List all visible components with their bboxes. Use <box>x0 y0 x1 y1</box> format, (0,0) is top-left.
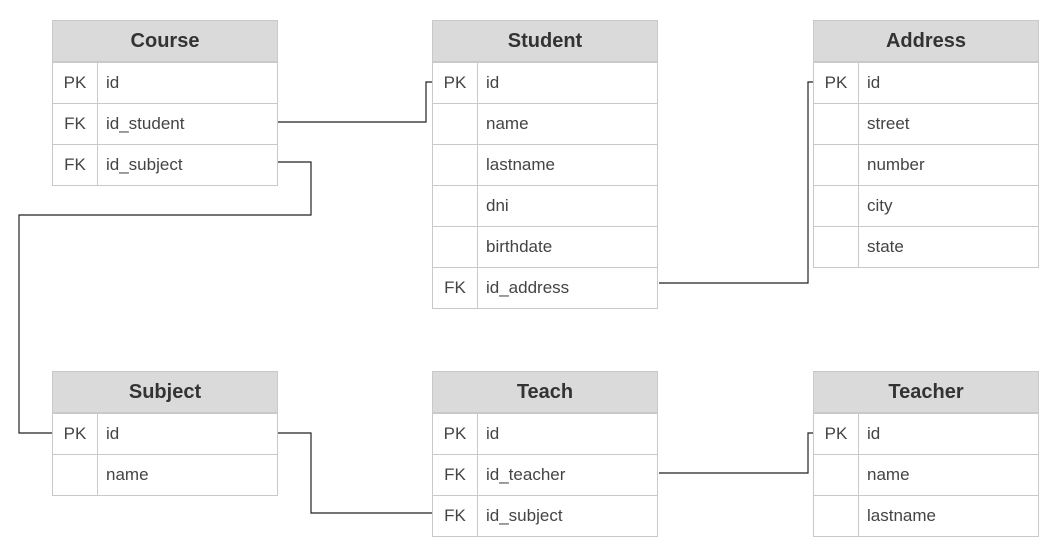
key-label: PK <box>433 414 478 454</box>
attribute-name: id_address <box>486 278 570 297</box>
key-label: PK <box>53 414 98 454</box>
attribute-name: name <box>486 114 529 133</box>
key-label: PK <box>433 63 478 103</box>
attribute-row[interactable]: city <box>814 185 1038 226</box>
key-label: PK <box>814 414 859 454</box>
attribute-row[interactable]: dni <box>433 185 657 226</box>
attribute-name: name <box>106 465 149 484</box>
attribute-row[interactable]: number <box>814 144 1038 185</box>
attribute-name: id <box>486 424 500 443</box>
key-label <box>814 496 859 536</box>
attribute-row[interactable]: name <box>814 454 1038 495</box>
attribute-name: id <box>106 73 120 92</box>
attribute-name: city <box>867 196 893 215</box>
attribute-row[interactable]: name <box>433 103 657 144</box>
key-label: FK <box>433 268 478 308</box>
attribute-name: number <box>867 155 925 174</box>
attribute-name: id <box>486 73 500 92</box>
attribute-name: birthdate <box>486 237 553 256</box>
key-label <box>53 455 98 495</box>
key-label: FK <box>53 145 98 185</box>
attribute-row[interactable]: lastname <box>433 144 657 185</box>
entity-title: Course <box>53 21 277 62</box>
attribute-row[interactable]: FK id_address <box>433 267 657 308</box>
attribute-row[interactable]: lastname <box>814 495 1038 536</box>
entity-title: Teach <box>433 372 657 413</box>
entity-title: Address <box>814 21 1038 62</box>
attribute-row[interactable]: FK id_teacher <box>433 454 657 495</box>
relationship-line-subject-teach <box>278 432 432 514</box>
key-label: FK <box>433 496 478 536</box>
key-label: FK <box>433 455 478 495</box>
attribute-row[interactable]: FK id_subject <box>53 144 277 185</box>
attribute-row[interactable]: PK id <box>433 413 657 454</box>
key-label <box>814 455 859 495</box>
key-label <box>433 145 478 185</box>
relationship-line-student-address <box>659 81 813 284</box>
entity-title: Teacher <box>814 372 1038 413</box>
key-label: PK <box>814 63 859 103</box>
entity-teacher[interactable]: Teacher PK id name lastname <box>813 371 1039 537</box>
key-label <box>433 104 478 144</box>
attribute-row[interactable]: name <box>53 454 277 495</box>
attribute-row[interactable]: FK id_subject <box>433 495 657 536</box>
attribute-row[interactable]: PK id <box>814 62 1038 103</box>
key-label: FK <box>53 104 98 144</box>
attribute-row[interactable]: birthdate <box>433 226 657 267</box>
attribute-name: lastname <box>486 155 555 174</box>
entity-subject[interactable]: Subject PK id name <box>52 371 278 496</box>
attribute-row[interactable]: PK id <box>53 413 277 454</box>
attribute-row[interactable]: FK id_student <box>53 103 277 144</box>
attribute-name: dni <box>486 196 509 215</box>
key-label <box>814 104 859 144</box>
entity-course[interactable]: Course PK id FK id_student FK id_subject <box>52 20 278 186</box>
entity-teach[interactable]: Teach PK id FK id_teacher FK id_subject <box>432 371 658 537</box>
attribute-name: id <box>106 424 120 443</box>
attribute-row[interactable]: PK id <box>814 413 1038 454</box>
key-label <box>814 186 859 226</box>
attribute-row[interactable]: PK id <box>53 62 277 103</box>
attribute-row[interactable]: PK id <box>433 62 657 103</box>
attribute-name: id_subject <box>486 506 563 525</box>
entity-title: Student <box>433 21 657 62</box>
attribute-name: state <box>867 237 904 256</box>
attribute-name: id_subject <box>106 155 183 174</box>
key-label <box>814 227 859 267</box>
attribute-name: id_teacher <box>486 465 566 484</box>
key-label <box>433 227 478 267</box>
attribute-row[interactable]: street <box>814 103 1038 144</box>
relationship-line-course-student <box>278 81 432 123</box>
relationship-line-course-subject <box>18 161 312 434</box>
attribute-name: name <box>867 465 910 484</box>
attribute-name: street <box>867 114 910 133</box>
attribute-name: id <box>867 424 881 443</box>
attribute-name: id_student <box>106 114 185 133</box>
relationship-line-teach-teacher <box>659 432 813 474</box>
attribute-name: lastname <box>867 506 936 525</box>
entity-address[interactable]: Address PK id street number city state <box>813 20 1039 268</box>
entity-student[interactable]: Student PK id name lastname dni birthdat… <box>432 20 658 309</box>
key-label: PK <box>53 63 98 103</box>
attribute-row[interactable]: state <box>814 226 1038 267</box>
key-label <box>433 186 478 226</box>
entity-title: Subject <box>53 372 277 413</box>
key-label <box>814 145 859 185</box>
attribute-name: id <box>867 73 881 92</box>
